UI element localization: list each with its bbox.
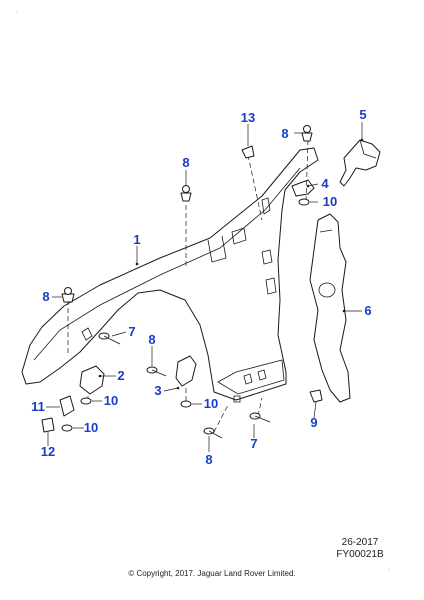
alignment-lines (67, 139, 309, 433)
callout-13: 13 (241, 110, 255, 125)
corner-mark-bottom: · (388, 567, 390, 573)
seal-panel-part (309, 213, 351, 403)
callout-8-left: 8 (42, 289, 49, 304)
callout-8-top: 8 (182, 155, 189, 170)
callout-10-left: 10 (104, 393, 118, 408)
callout-5: 5 (359, 107, 366, 122)
fasteners (41, 125, 323, 439)
reference-year: 26-2017 (341, 537, 379, 548)
callout-4: 4 (321, 176, 329, 191)
front-fender-part (21, 147, 319, 403)
bracket-part-4 (291, 179, 315, 197)
callout-10-bottom: 10 (84, 420, 98, 435)
bracket-part-11 (59, 395, 75, 417)
callout-12: 12 (41, 444, 55, 459)
bracket-part-5 (339, 139, 381, 187)
callout-1: 1 (133, 232, 140, 247)
callout-7-upper: 7 (128, 324, 135, 339)
callout-labels: 1 2 3 4 5 6 7 7 8 8 8 8 9 10 10 10 10 11… (31, 107, 371, 467)
bracket-part-2 (79, 365, 105, 395)
callout-2: 2 (117, 368, 124, 383)
callout-8-right: 8 (281, 126, 288, 141)
reference-code: FY00021B (336, 549, 384, 560)
callout-10-center: 10 (204, 396, 218, 411)
callout-10-right: 10 (323, 194, 337, 209)
callout-7-lower: 7 (250, 436, 257, 451)
corner-mark-top: · (16, 10, 18, 16)
callout-3: 3 (154, 383, 161, 398)
callout-6: 6 (364, 303, 371, 318)
callout-11: 11 (31, 399, 45, 414)
leader-lines (46, 122, 364, 452)
copyright-notice: © Copyright, 2017. Jaguar Land Rover Lim… (128, 569, 296, 578)
callout-8-middle: 8 (148, 332, 155, 347)
callout-9: 9 (310, 415, 317, 430)
callout-8-bottom: 8 (205, 452, 212, 467)
bracket-part-3 (175, 355, 197, 387)
